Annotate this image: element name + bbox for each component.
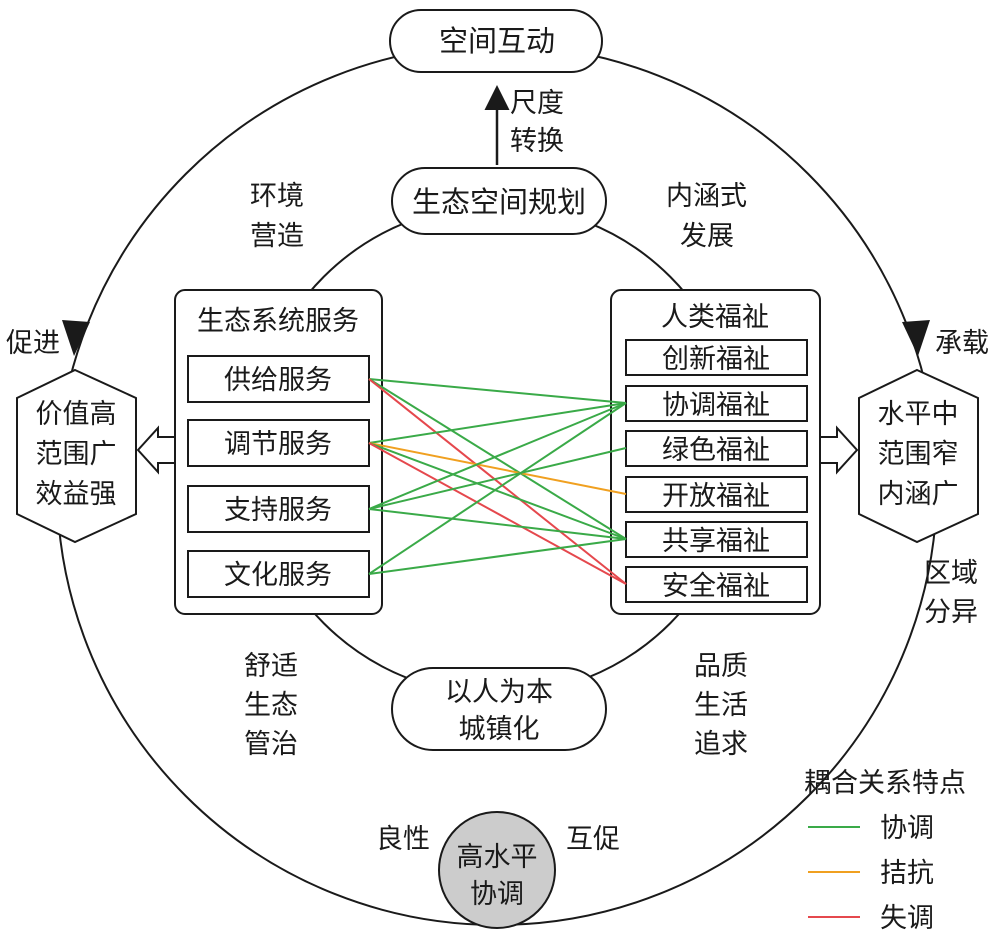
urbanization-node-line2: 城镇化: [459, 714, 540, 745]
top-node-label: 空间互动: [439, 24, 555, 58]
comfort-label-line1: 舒适: [244, 651, 298, 682]
human-wellbeing-title: 人类福祉: [661, 302, 769, 333]
quality-label-line1: 品质: [694, 651, 748, 682]
core-node-line1: 高水平: [457, 842, 538, 873]
coupling-link: [368, 538, 627, 575]
wellbeing-label: 绿色福祉: [662, 435, 770, 466]
top-node: 空间互动: [389, 9, 603, 73]
urbanization-node: 以人为本 城镇化: [391, 667, 607, 751]
coupling-link: [368, 442, 627, 585]
ecosystem-service-item: 支持服务: [187, 485, 370, 533]
wellbeing-item: 开放福祉: [625, 476, 808, 513]
ecosystem-service-item: 调节服务: [187, 419, 370, 467]
ecosystem-services-title: 生态系统服务: [197, 306, 359, 337]
wellbeing-label: 开放福祉: [662, 481, 770, 512]
ecosystem-service-label: 调节服务: [224, 429, 332, 460]
ecosystem-service-item: 供给服务: [187, 355, 370, 403]
legend: 耦合关系特点 协调 拮抗 失调: [804, 768, 966, 934]
comfort-label-line3: 管治: [244, 729, 298, 760]
ecosystem-service-label: 供给服务: [224, 365, 332, 396]
coupling-link: [368, 378, 627, 585]
ecosystem-service-item: 文化服务: [187, 550, 370, 598]
environment-label-line2: 营造: [250, 221, 304, 252]
coupling-link: [368, 402, 627, 510]
right-hexagon-line3: 内涵广: [878, 479, 959, 510]
carry-label: 承载: [935, 328, 989, 359]
coupling-links: [368, 378, 627, 585]
connotative-label-line2: 发展: [680, 221, 734, 252]
coupling-link: [368, 402, 627, 444]
wellbeing-item: 绿色福祉: [625, 430, 808, 467]
left-hexagon-line3: 效益强: [36, 479, 117, 510]
regional-label-line1: 区域: [924, 558, 978, 589]
coupling-link: [368, 508, 627, 540]
coupling-link: [368, 442, 627, 495]
left-hexagon-line2: 范围广: [36, 439, 117, 470]
scale-label-line1: 尺度: [510, 88, 564, 119]
quality-label-line3: 追求: [694, 729, 748, 760]
coupling-link: [368, 402, 627, 575]
coupling-link: [368, 442, 627, 540]
core-node-line2: 协调: [470, 879, 524, 910]
ecosystem-services-panel: 生态系统服务 供给服务 调节服务 支持服务 文化服务: [174, 289, 383, 615]
coupling-link: [368, 447, 627, 510]
ecosystem-service-label: 文化服务: [224, 560, 332, 591]
wellbeing-item: 协调福祉: [625, 385, 808, 422]
connotative-label-line1: 内涵式: [666, 181, 747, 212]
legend-label: 拮抗: [880, 858, 934, 889]
wellbeing-item: 共享福祉: [625, 521, 808, 558]
core-node: 高水平 协调: [438, 811, 556, 929]
wellbeing-item: 创新福祉: [625, 339, 808, 376]
urbanization-node-line1: 以人为本: [445, 677, 553, 708]
right-hexagon-line1: 水平中: [878, 399, 959, 430]
left-hexagon: 价值高 范围广 效益强: [16, 368, 137, 544]
wellbeing-label: 安全福祉: [662, 571, 770, 602]
wellbeing-label: 协调福祉: [662, 390, 770, 421]
regional-label-line2: 分异: [924, 597, 978, 628]
mutual-label: 互促: [566, 824, 620, 855]
right-hollow-arrow-icon: [819, 425, 859, 475]
legend-label: 失调: [880, 903, 934, 934]
wellbeing-label: 创新福祉: [662, 344, 770, 375]
scale-label-line2: 转换: [510, 126, 564, 157]
legend-label: 协调: [880, 813, 934, 844]
right-hexagon: 水平中 范围窄 内涵广: [858, 368, 979, 544]
promote-label: 促进: [6, 328, 60, 359]
coupling-link: [368, 378, 627, 404]
promote-arrowhead-icon: [62, 320, 90, 356]
wellbeing-label: 共享福祉: [662, 526, 770, 557]
environment-label-line1: 环境: [250, 181, 304, 212]
planning-node-label: 生态空间规划: [412, 185, 586, 219]
wellbeing-item: 安全福祉: [625, 566, 808, 603]
planning-node: 生态空间规划: [391, 167, 607, 235]
coupling-link: [368, 378, 627, 540]
legend-title: 耦合关系特点: [804, 768, 966, 799]
ecosystem-service-label: 支持服务: [224, 495, 332, 526]
benign-label: 良性: [376, 824, 430, 855]
left-hexagon-line1: 价值高: [36, 399, 117, 430]
right-hexagon-line2: 范围窄: [878, 439, 959, 470]
comfort-label-line2: 生态: [244, 690, 298, 721]
left-hollow-arrow-icon: [136, 425, 176, 475]
carry-arrowhead-icon: [902, 320, 930, 356]
human-wellbeing-panel: 人类福祉 创新福祉 协调福祉 绿色福祉 开放福祉 共享福祉 安全福祉: [610, 289, 821, 615]
quality-label-line2: 生活: [694, 690, 748, 721]
